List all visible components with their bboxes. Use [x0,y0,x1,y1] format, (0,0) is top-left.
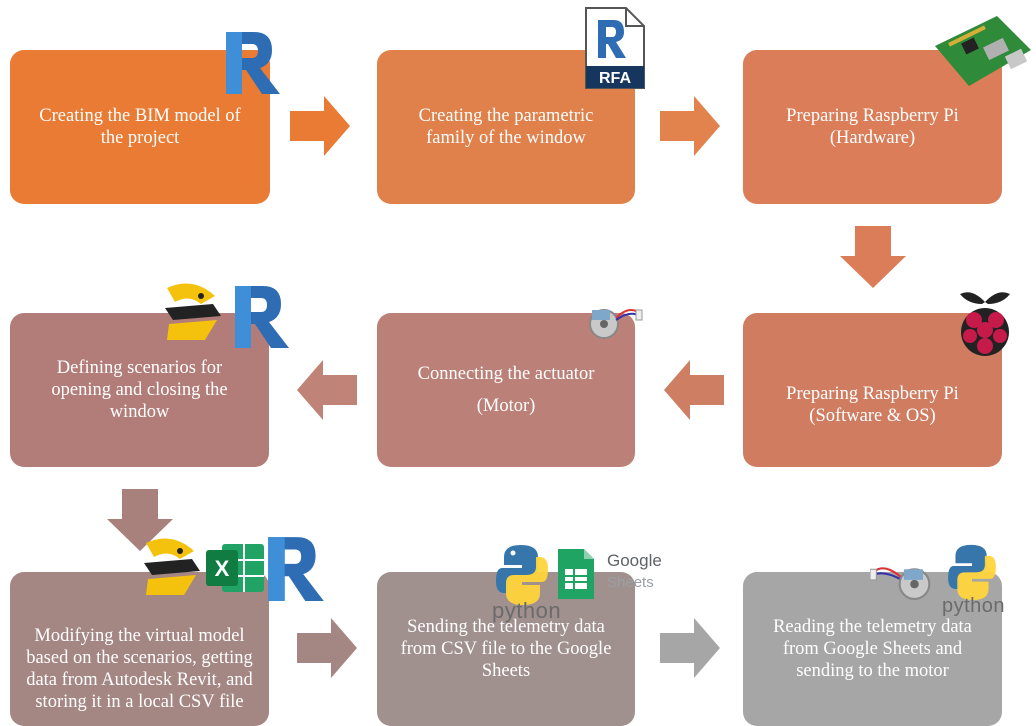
step-6-text: Defining scenarios for opening and closi… [51,358,228,422]
python-icon-row3 [948,544,996,600]
step-5-text-line1: Connecting the actuator [417,364,595,384]
step-3-box: Preparing Raspberry Pi (Hardware) [743,50,1002,204]
rfa-label: RFA [599,70,631,87]
arrow-right-3 [297,618,357,678]
revit-icon [226,32,280,94]
google-sheets-icon [558,549,594,599]
arrow-left-1 [664,360,724,420]
python-icon [496,545,548,605]
rfa-file-icon: RFA [585,7,645,89]
arrow-right-2 [660,96,720,156]
revit-icon-row3 [268,537,324,601]
excel-letter: X [215,556,230,581]
sheets-label: Sheets [607,574,654,591]
step-7-text: Modifying the virtual model based on the… [26,626,253,712]
revit-icon-row2 [235,286,289,348]
arrow-right-1 [290,96,350,156]
step-4-text: Preparing Raspberry Pi (Software & OS) [786,384,959,426]
raspberry-logo-icon [960,292,1010,356]
python-label: python [492,598,562,623]
step-2-text: Creating the parametric family of the wi… [418,106,594,148]
excel-icon: X [206,544,264,592]
step-5-box: Connecting the actuator (Motor) [377,313,635,467]
step-5-text-line2: (Motor) [476,396,536,416]
step-3-text: Preparing Raspberry Pi (Hardware) [786,106,959,148]
google-label: Google [607,551,662,570]
step-4-box: Preparing Raspberry Pi (Software & OS) [743,313,1002,467]
stepper-motor-icon-row3 [870,567,931,600]
arrow-left-2 [297,360,357,420]
dynamo-icon [165,283,221,340]
stepper-motor-icon [589,309,643,339]
step-8-text: Sending the telemetry data from CSV file… [400,617,612,681]
dynamo-icon-row3 [144,538,200,595]
raspberry-pi-board-icon [935,16,1031,86]
step-6-box: Defining scenarios for opening and closi… [10,313,269,467]
python-label-row3: python [942,595,1006,617]
step-9-text: Reading the telemetry data from Google S… [773,617,972,681]
arrow-down-2 [107,489,173,551]
arrow-right-4 [660,618,720,678]
step-1-text: Creating the BIM model of the project [39,106,241,148]
step-9-box: Reading the telemetry data from Google S… [743,572,1002,726]
step-7-box: Modifying the virtual model based on the… [10,572,269,726]
arrow-down-1 [840,226,906,288]
